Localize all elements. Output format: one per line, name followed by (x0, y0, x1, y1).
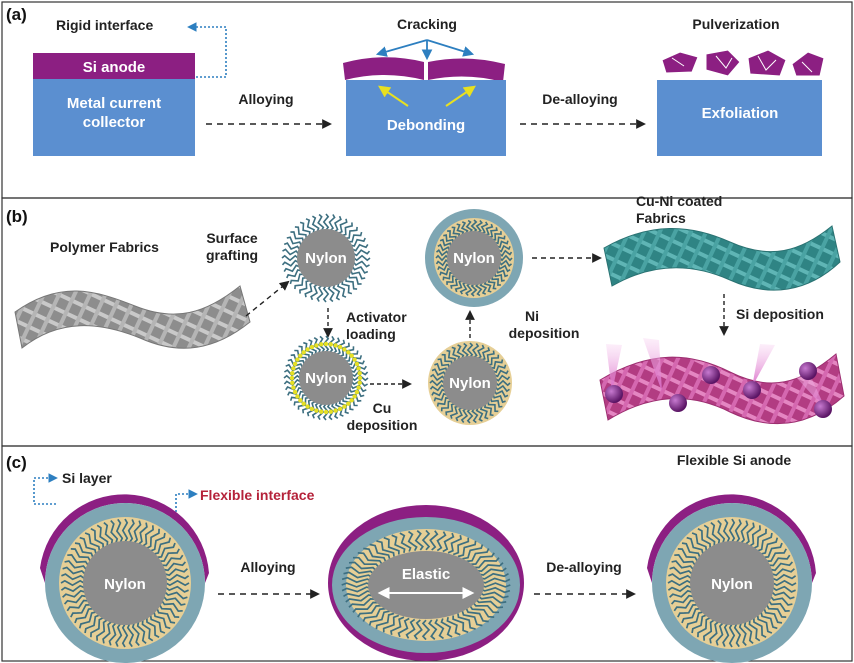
fiber-after: Nylon (647, 494, 816, 663)
cu-coated-fiber: Nylon (428, 341, 512, 425)
crack-arrows (375, 39, 475, 61)
panel-a: Rigid interface Si anode Metal current c… (33, 16, 825, 156)
surface-grafting-label-2: grafting (206, 247, 258, 263)
cuni-label-1: Cu-Ni coated (636, 193, 722, 209)
flexible-interface-label: Flexible interface (200, 487, 315, 503)
ni-deposition-label-2: deposition (509, 325, 580, 341)
cracking-label: Cracking (397, 16, 457, 32)
debonded-collector (346, 80, 506, 156)
si-layer-pointer (33, 473, 58, 505)
exfoliation-label: Exfoliation (702, 105, 779, 122)
si-particles (605, 362, 832, 418)
cracked-si-layer (343, 57, 505, 82)
panel-a-label: (a) (6, 5, 27, 24)
panel-b: Polymer Fabrics Surface grafting Nylon A… (14, 193, 845, 468)
panel-c: Si layer Flexible interface Nylon Alloyi… (33, 470, 816, 663)
si-anode-label: Si anode (83, 59, 146, 76)
dealloying-label-a: De-alloying (542, 91, 617, 107)
alloying-label-c: Alloying (240, 559, 295, 575)
collector-label-1: Metal current (67, 95, 161, 112)
cuni-label-2: Fabrics (636, 210, 686, 226)
si-anode-layer (33, 53, 195, 79)
nylon-label-5: Nylon (104, 576, 146, 593)
activator-loading-label-1: Activator (346, 309, 407, 325)
pulverized-fragments (661, 49, 825, 77)
dealloying-label-c: De-alloying (546, 559, 621, 575)
pulverization-label: Pulverization (692, 16, 779, 32)
debonding-label: Debonding (387, 117, 465, 134)
debonding-arrows (378, 85, 476, 107)
nylon-label-1: Nylon (305, 250, 347, 267)
si-fabric (599, 353, 845, 425)
ni-deposition-label-1: Ni (525, 308, 539, 324)
panel-b-label: (b) (6, 207, 28, 226)
alloying-label-a: Alloying (238, 91, 293, 107)
fiber-expanded: Elastic (328, 505, 524, 661)
panel-c-frame (1, 445, 853, 662)
nylon-label-6: Nylon (711, 576, 753, 593)
rigid-interface-label: Rigid interface (56, 17, 153, 33)
collector-label-2: collector (83, 114, 146, 131)
si-layer-label: Si layer (62, 470, 112, 486)
metal-collector (33, 79, 195, 156)
si-deposition-label: Si deposition (736, 306, 824, 322)
flexible-interface-pointer (175, 489, 198, 516)
nylon-label-2: Nylon (305, 370, 347, 387)
panel-c-label: (c) (6, 453, 27, 472)
grafted-fiber: Nylon (281, 213, 371, 303)
fiber-before: Nylon (40, 494, 209, 663)
activated-fiber: Nylon (283, 335, 369, 421)
cuni-coated-fiber: Nylon (425, 209, 523, 307)
nylon-label-3: Nylon (449, 375, 491, 392)
cuni-fabric (603, 225, 841, 291)
surface-grafting-label-1: Surface (206, 230, 258, 246)
activator-loading-label-2: loading (346, 326, 396, 342)
flexible-si-anode-label: Flexible Si anode (677, 452, 792, 468)
grafting-arrow (245, 280, 290, 317)
nylon-label-4: Nylon (453, 250, 495, 267)
cu-deposition-label-1: Cu (373, 400, 392, 416)
cu-deposition-label-2: deposition (347, 417, 418, 433)
elastic-label: Elastic (402, 566, 450, 583)
exfoliated-collector (657, 80, 822, 156)
polymer-fabric (14, 285, 251, 349)
polymer-fabrics-label: Polymer Fabrics (50, 239, 159, 255)
